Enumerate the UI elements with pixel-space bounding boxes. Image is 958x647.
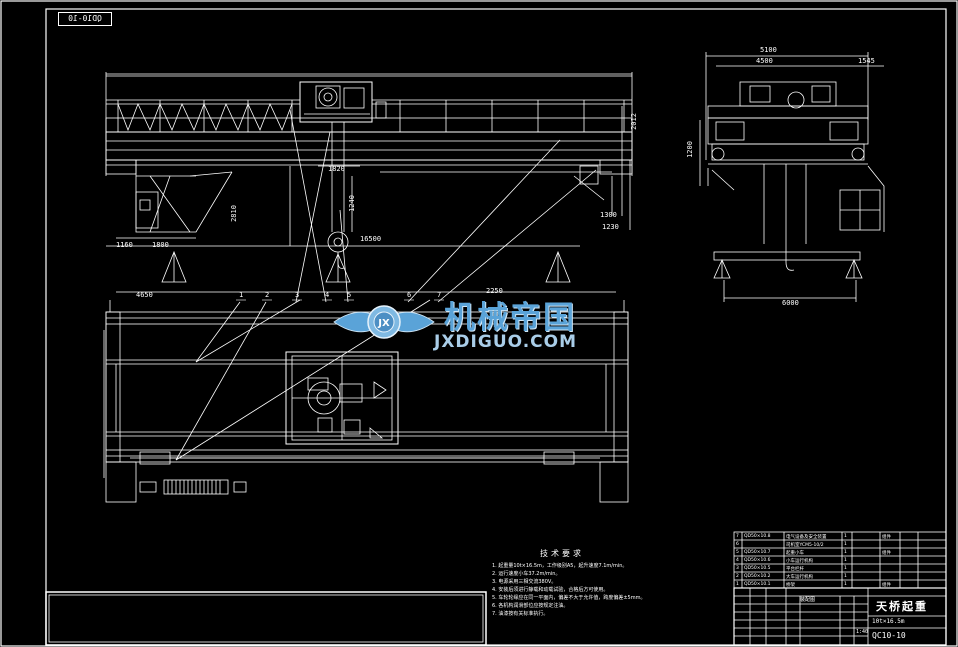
watermark-logo-icon: JX <box>333 305 435 339</box>
title-block-code: QC10-10 <box>872 631 906 640</box>
title-block <box>733 587 947 646</box>
bom-cell: 组件 <box>882 535 891 540</box>
bom-cell: 大车运行机构 <box>786 575 813 580</box>
bom-cell: QD50×10.8 <box>744 534 771 539</box>
bom-cell: 3 <box>736 566 739 571</box>
side-dim-left-label: 1200 <box>685 141 694 158</box>
bom-cell: 1 <box>844 566 847 571</box>
balloon-6: 6 <box>407 291 412 299</box>
bom-cell: QD50×10.5 <box>744 566 771 571</box>
bom-cell: 4 <box>736 558 739 563</box>
bom-cell: 7 <box>736 534 739 539</box>
watermark: 机械帝国 JXDIGUO.COM <box>338 290 638 356</box>
tech-requirements-title: 技术要求 <box>540 549 584 558</box>
dim-left-small-label: 1160 <box>116 241 133 249</box>
bom-cell: 司机室YCM5-10/2 <box>786 543 824 548</box>
trolley-plan <box>285 351 399 445</box>
tech-line: 4. 安装后须进行静载和动载试验，合格后方可使用。 <box>492 587 609 593</box>
dim-right-b-label: 1230 <box>602 223 619 231</box>
bom-cell: QD50×10.2 <box>744 574 771 579</box>
title-block-subtitle: 10t×16.5m <box>872 618 905 625</box>
side-elevation-view <box>699 52 885 302</box>
bom-cell: 桥架 <box>786 583 795 588</box>
balloon-2: 2 <box>265 291 270 299</box>
tech-line: 2. 运行速度小车37.2m/min。 <box>492 571 561 577</box>
trolley-front <box>299 81 373 123</box>
bom-cell: 平台栏杆 <box>786 567 804 572</box>
dim-bottom-left-label: 4650 <box>136 291 153 299</box>
title-block-title: 天桥起重 <box>876 600 928 613</box>
bom-cell: 1 <box>844 582 847 587</box>
dim-right-a-label: 1300 <box>600 211 617 219</box>
balloon-4: 4 <box>325 291 330 299</box>
side-dim-inner-label: 4500 <box>756 57 773 65</box>
side-dim-bottom-label: 6000 <box>782 299 799 307</box>
drawing-border <box>45 8 947 646</box>
dim-hook-label: 1240 <box>347 195 356 212</box>
side-dim-right-label: 1545 <box>858 57 875 65</box>
bom-cell: 1 <box>844 534 847 539</box>
bom-cell: 组件 <box>882 551 891 556</box>
dim-top-label: 2012 <box>629 113 638 130</box>
bom-cell: 起重小车 <box>786 551 804 556</box>
dim-height-label: 2810 <box>229 205 238 222</box>
balloon-3: 3 <box>295 291 300 299</box>
balloon-7: 7 <box>437 291 442 299</box>
notes-box <box>45 591 487 646</box>
title-block-scale-label: 装配图 <box>800 597 816 603</box>
bom-cell: 1 <box>844 550 847 555</box>
bom-cell: 6 <box>736 542 739 547</box>
bom-cell: 5 <box>736 550 739 555</box>
bom-cell: 组件 <box>882 583 891 588</box>
plan-view <box>103 299 629 503</box>
bom-cell: QD50×10.7 <box>744 550 771 555</box>
bom-cell: 1 <box>736 582 739 587</box>
tech-line: 3. 电源采用三相交流380V。 <box>492 579 557 585</box>
bom-cell: QD50×10.1 <box>744 582 771 587</box>
hook-pulley <box>327 231 349 253</box>
balloon-1: 1 <box>239 291 244 299</box>
watermark-en: JXDIGUO.COM <box>434 332 578 352</box>
dim-left-label: 1800 <box>152 241 169 249</box>
operator-cab <box>135 191 159 229</box>
front-elevation-view <box>105 72 633 461</box>
bom-cell: 1 <box>844 558 847 563</box>
drawing-number-tag: QD10-10 <box>58 12 112 26</box>
watermark-cn: 机械帝国 <box>444 300 576 336</box>
side-dim-total-label: 5100 <box>760 46 777 54</box>
dim-span-label: 16500 <box>360 235 382 243</box>
bom-cell: QD50×10.6 <box>744 558 771 563</box>
tech-line: 7. 油漆按有关标准执行。 <box>492 611 549 617</box>
balloon-5: 5 <box>347 291 352 299</box>
svg-text:JX: JX <box>377 318 390 329</box>
bom-cell: 小车运行机构 <box>786 559 813 564</box>
dim-trolley-label: 1820 <box>328 165 345 173</box>
bom-cell: 2 <box>736 574 739 579</box>
title-block-ratio: 1:40 <box>856 629 869 635</box>
bom-cell: 1 <box>844 542 847 547</box>
bom-cell: 电气设备及安全装置 <box>786 535 827 540</box>
bom-cell: 1 <box>844 574 847 579</box>
tech-line: 1. 起重量10t×16.5m，工作级别A5，起升速度7.1m/min。 <box>492 563 628 569</box>
dim-bottom-right-label: 2250 <box>486 287 503 295</box>
tech-line: 6. 各机构润滑部位应按规定注油。 <box>492 603 569 609</box>
tech-line: 5. 车轮轮缘应在同一平面内，偏差不大于允许值，跨度偏差±5mm。 <box>492 595 646 601</box>
